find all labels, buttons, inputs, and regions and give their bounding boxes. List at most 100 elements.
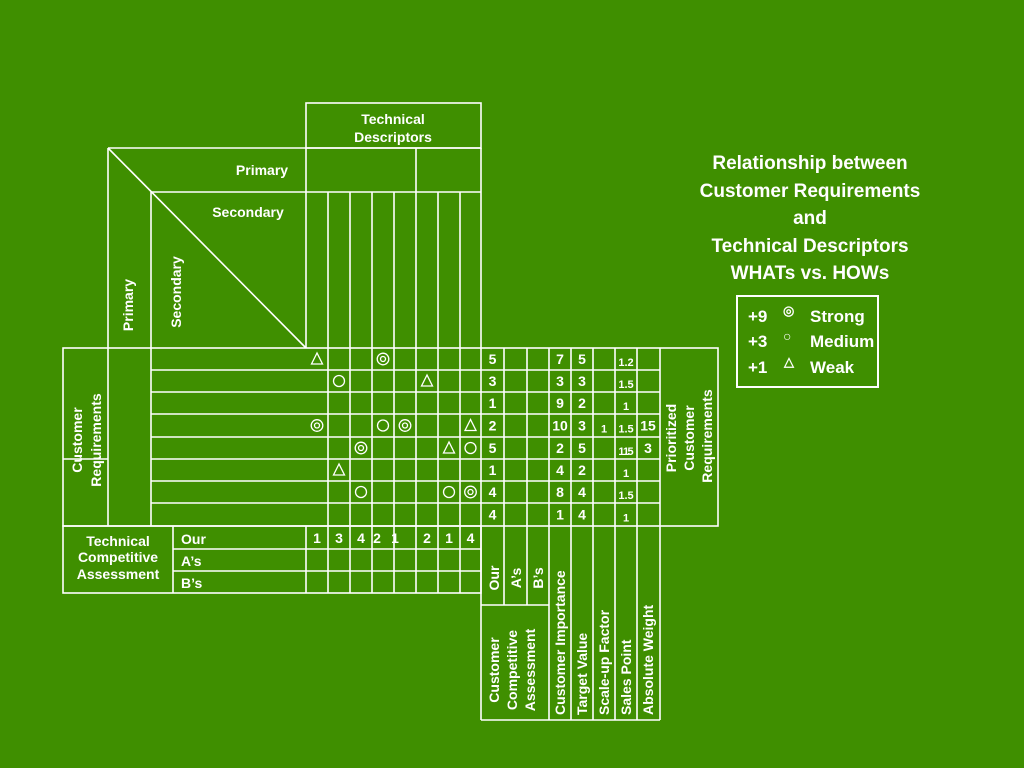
customer-our-value: 1 bbox=[489, 395, 497, 411]
customer-comp-label: Customer bbox=[486, 637, 502, 703]
strong-icon: ◎ bbox=[783, 303, 795, 318]
importance-value: 10 bbox=[552, 418, 568, 434]
tech-comp-our-value: 4 bbox=[357, 530, 365, 546]
strong-icon bbox=[398, 419, 412, 432]
target-value: 4 bbox=[578, 507, 586, 523]
secondary-vertical-label: Secondary bbox=[168, 256, 184, 328]
customer-our-value: 5 bbox=[489, 440, 497, 456]
tech-comp-our-value: 2 bbox=[423, 530, 431, 546]
scale-up-value: 1 bbox=[623, 446, 629, 458]
scale-up-value: 1.5 bbox=[618, 379, 633, 391]
medium-icon bbox=[464, 441, 477, 455]
target-value: 2 bbox=[578, 462, 586, 478]
medium-icon bbox=[354, 485, 368, 499]
sales-point-value: 1.5 bbox=[618, 490, 633, 502]
tech-comp-row-label: Our bbox=[181, 531, 206, 547]
tech-comp-our-value: 3 bbox=[335, 530, 343, 546]
importance-value: 9 bbox=[556, 395, 564, 411]
importance-value: 2 bbox=[556, 440, 564, 456]
strong-icon bbox=[464, 485, 477, 499]
customer-our-value: 2 bbox=[489, 418, 497, 434]
absolute-weight-value: 15 bbox=[640, 418, 656, 434]
customer-comp-col-label: Our bbox=[486, 565, 502, 590]
prioritized-label: Customer bbox=[681, 405, 697, 471]
weak-icon bbox=[463, 418, 478, 432]
customer-our-value: 5 bbox=[489, 351, 497, 367]
sales-point-value: 1.5 bbox=[618, 446, 633, 458]
target-value: 3 bbox=[578, 418, 586, 434]
target-value: 5 bbox=[578, 440, 586, 456]
tech-comp-our-value: 1 bbox=[313, 530, 321, 546]
legend-label: Medium bbox=[810, 332, 875, 351]
importance-value: 4 bbox=[556, 462, 564, 478]
title-line: WHATs vs. HOWs bbox=[730, 263, 890, 284]
diagram-title: Relationship between Customer Requiremen… bbox=[660, 150, 960, 288]
tech-comp-our-value: 2 bbox=[373, 530, 381, 546]
customer-requirements-label: Customer bbox=[69, 407, 85, 473]
title-line: and bbox=[793, 208, 827, 229]
customer-comp-label: Competitive bbox=[504, 630, 520, 710]
weak-icon bbox=[332, 462, 346, 476]
customer-comp-col-label: A’s bbox=[508, 568, 524, 589]
target-value: 3 bbox=[578, 373, 586, 389]
customer-our-value: 3 bbox=[489, 373, 497, 389]
target-value: 5 bbox=[578, 351, 586, 367]
sales-point-value: 1 bbox=[623, 468, 629, 480]
weak-icon bbox=[420, 373, 434, 387]
medium-icon: ○ bbox=[783, 328, 792, 344]
metric-column-label: Sales Point bbox=[618, 639, 634, 715]
prioritized-label: Prioritized bbox=[663, 404, 679, 472]
weak-icon: △ bbox=[784, 354, 794, 369]
tech-comp-row-label: B’s bbox=[181, 575, 202, 591]
weak-icon bbox=[310, 351, 324, 365]
tech-comp-our-value: 1 bbox=[391, 530, 399, 546]
customer-our-value: 4 bbox=[489, 507, 497, 523]
target-value: 4 bbox=[578, 484, 586, 500]
legend-box: +9 +3 +1 ◎ ○ △ Strong Medium Weak bbox=[736, 295, 879, 388]
customer-our-value: 1 bbox=[489, 462, 497, 478]
tech-comp-our-value: 4 bbox=[467, 530, 475, 546]
customer-comp-col-label: B’s bbox=[530, 567, 546, 588]
legend-label: Strong bbox=[810, 307, 865, 326]
legend-label: Weak bbox=[810, 358, 855, 377]
primary-vertical-label: Primary bbox=[120, 279, 136, 331]
metric-column-label: Target Value bbox=[574, 633, 590, 715]
scale-up-value: 1.5 bbox=[618, 424, 633, 436]
absolute-weight-value: 3 bbox=[644, 440, 652, 456]
technical-descriptors-label: Descriptors bbox=[354, 129, 432, 145]
title-line: Technical Descriptors bbox=[711, 235, 909, 257]
legend-value: +3 bbox=[748, 332, 768, 351]
strong-icon bbox=[354, 441, 368, 455]
tech-competitive-label: Competitive bbox=[78, 549, 158, 565]
scale-up-value: 1.2 bbox=[618, 357, 633, 369]
legend-value: +1 bbox=[748, 358, 768, 377]
tech-competitive-label: Technical bbox=[86, 533, 150, 549]
importance-value: 7 bbox=[556, 351, 564, 367]
tech-comp-our-value: 1 bbox=[445, 530, 453, 546]
customer-comp-label: Assessment bbox=[522, 628, 538, 711]
title-line: Relationship between bbox=[712, 153, 908, 174]
technical-descriptors-label: Technical bbox=[361, 111, 425, 127]
sales-point-value: 1 bbox=[623, 513, 629, 525]
metric-column-label: Customer Importance bbox=[552, 570, 568, 715]
medium-icon bbox=[376, 419, 390, 432]
importance-value: 3 bbox=[556, 373, 564, 389]
metric-column-label: Scale-up Factor bbox=[596, 609, 612, 715]
medium-icon bbox=[442, 485, 456, 499]
medium-icon bbox=[332, 374, 346, 388]
target-value: 2 bbox=[578, 395, 586, 411]
tech-comp-row-label: A’s bbox=[181, 553, 202, 569]
tech-competitive-label: Assessment bbox=[77, 566, 160, 582]
title-line: Customer Requirements bbox=[699, 180, 921, 202]
diagonal-divider bbox=[107, 147, 307, 349]
scale-up-value: 1 bbox=[623, 401, 629, 413]
importance-value: 1 bbox=[556, 507, 564, 523]
importance-value: 8 bbox=[556, 484, 564, 500]
primary-label: Primary bbox=[236, 162, 288, 178]
sales-point-value: 1 bbox=[601, 424, 607, 436]
customer-our-value: 4 bbox=[489, 484, 497, 500]
weak-icon bbox=[442, 440, 456, 454]
legend-value: +9 bbox=[748, 307, 768, 326]
prioritized-label: Requirements bbox=[699, 389, 715, 483]
